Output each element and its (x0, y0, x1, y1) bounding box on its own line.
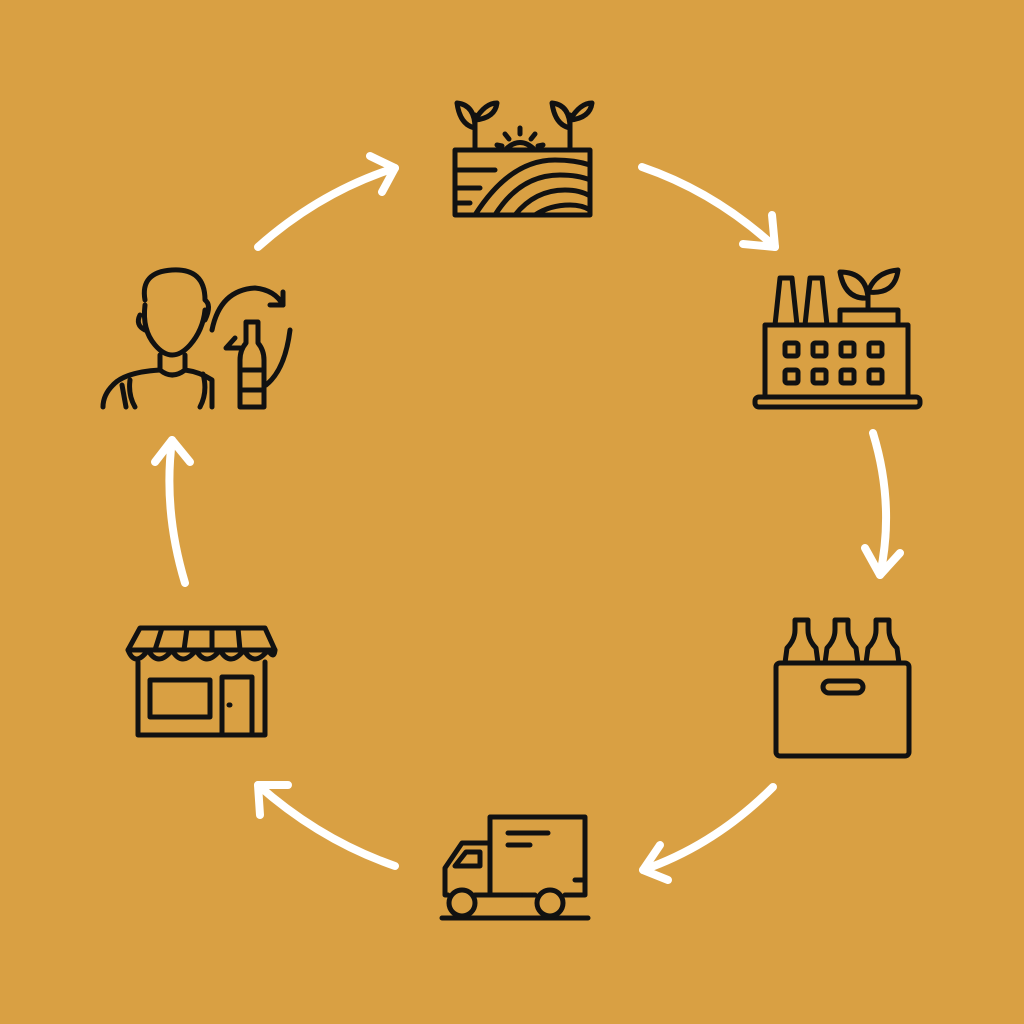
consumer-recycle-icon (100, 267, 293, 410)
arrow-crate-to-truck (639, 783, 777, 884)
arrow-consumer-to-farm (254, 152, 399, 251)
delivery-truck-icon (439, 814, 591, 921)
arrow-store-to-consumer (151, 436, 194, 587)
arrow-factory-to-crate (861, 429, 904, 579)
arrow-truck-to-store (254, 781, 399, 870)
arrow-farm-to-factory (638, 163, 779, 251)
farm-field-icon (452, 100, 595, 218)
bottle-crate-icon (773, 617, 912, 759)
factory-icon (752, 267, 923, 410)
store-icon (125, 625, 278, 738)
